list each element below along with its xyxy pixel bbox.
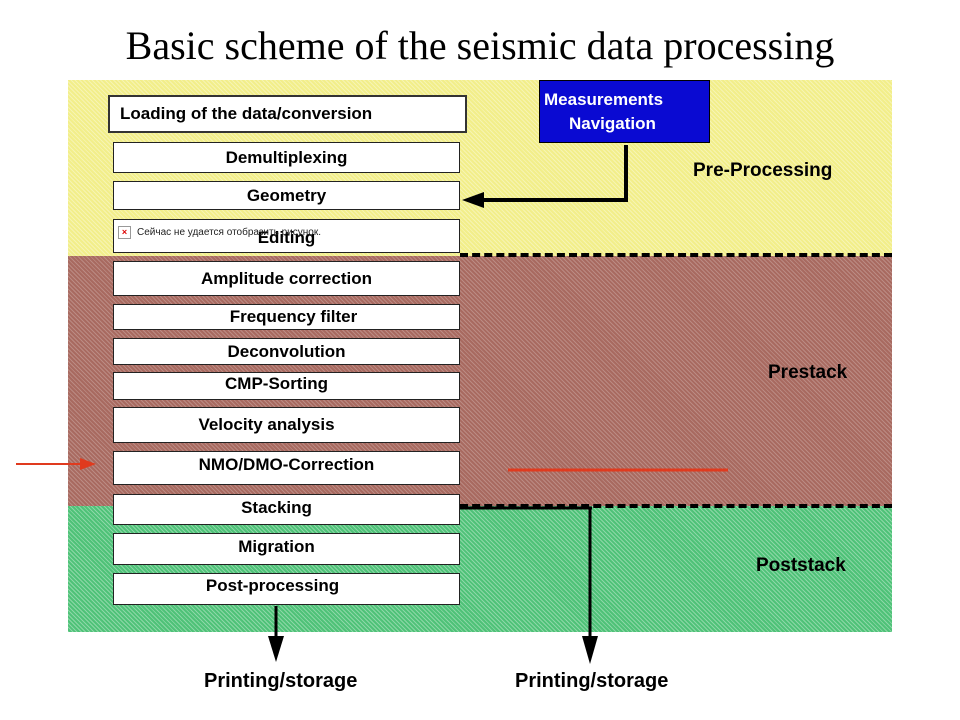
zone-label-prestack: Prestack [768, 362, 848, 383]
page-title: Basic scheme of the seismic data process… [125, 23, 835, 68]
poststack-zone [68, 506, 892, 632]
step-velocity-analysis: Velocity analysis [113, 407, 460, 443]
output-right: Printing/storage [515, 670, 669, 692]
nmo-indicator-arrowhead [80, 458, 96, 470]
zone-label-poststack: Poststack [756, 555, 846, 576]
step-cmp-sorting: CMP-Sorting [113, 372, 460, 400]
measurements-label: Measurements [544, 90, 664, 109]
broken-image-icon: × [118, 226, 131, 239]
navigation-to-geometry-line [482, 145, 628, 202]
step-geometry: Geometry [113, 181, 460, 210]
step-editing: Editing [113, 219, 460, 253]
step-nmo-dmo-correction: NMO/DMO-Correction [113, 451, 460, 485]
step-loading: Loading of the data/conversion [108, 95, 467, 133]
step-stacking: Stacking [113, 494, 460, 525]
step-deconvolution: Deconvolution [113, 338, 460, 365]
measurements-navigation-box: Measurements Navigation [539, 80, 710, 143]
step-post-processing: Post-processing [113, 573, 460, 605]
navigation-label: Navigation [569, 114, 656, 133]
stacking-output-arrowhead [582, 636, 598, 664]
image-placeholder-text: Сейчас не удается отобразить рисунок. [137, 227, 321, 238]
step-demultiplexing: Demultiplexing [113, 142, 460, 173]
zone-label-pre-processing: Pre-Processing [693, 160, 833, 181]
zone-divider-pre-prestack [460, 253, 892, 257]
output-left: Printing/storage [204, 670, 358, 692]
geometry-arrowhead [462, 192, 484, 208]
step-frequency-filter: Frequency filter [113, 304, 460, 330]
step-amplitude-correction: Amplitude correction [113, 261, 460, 296]
post-processing-output-arrowhead [268, 636, 284, 662]
image-placeholder: × Сейчас не удается отобразить рисунок. [118, 226, 321, 239]
step-migration: Migration [113, 533, 460, 565]
zone-divider-prestack-post [460, 504, 892, 508]
